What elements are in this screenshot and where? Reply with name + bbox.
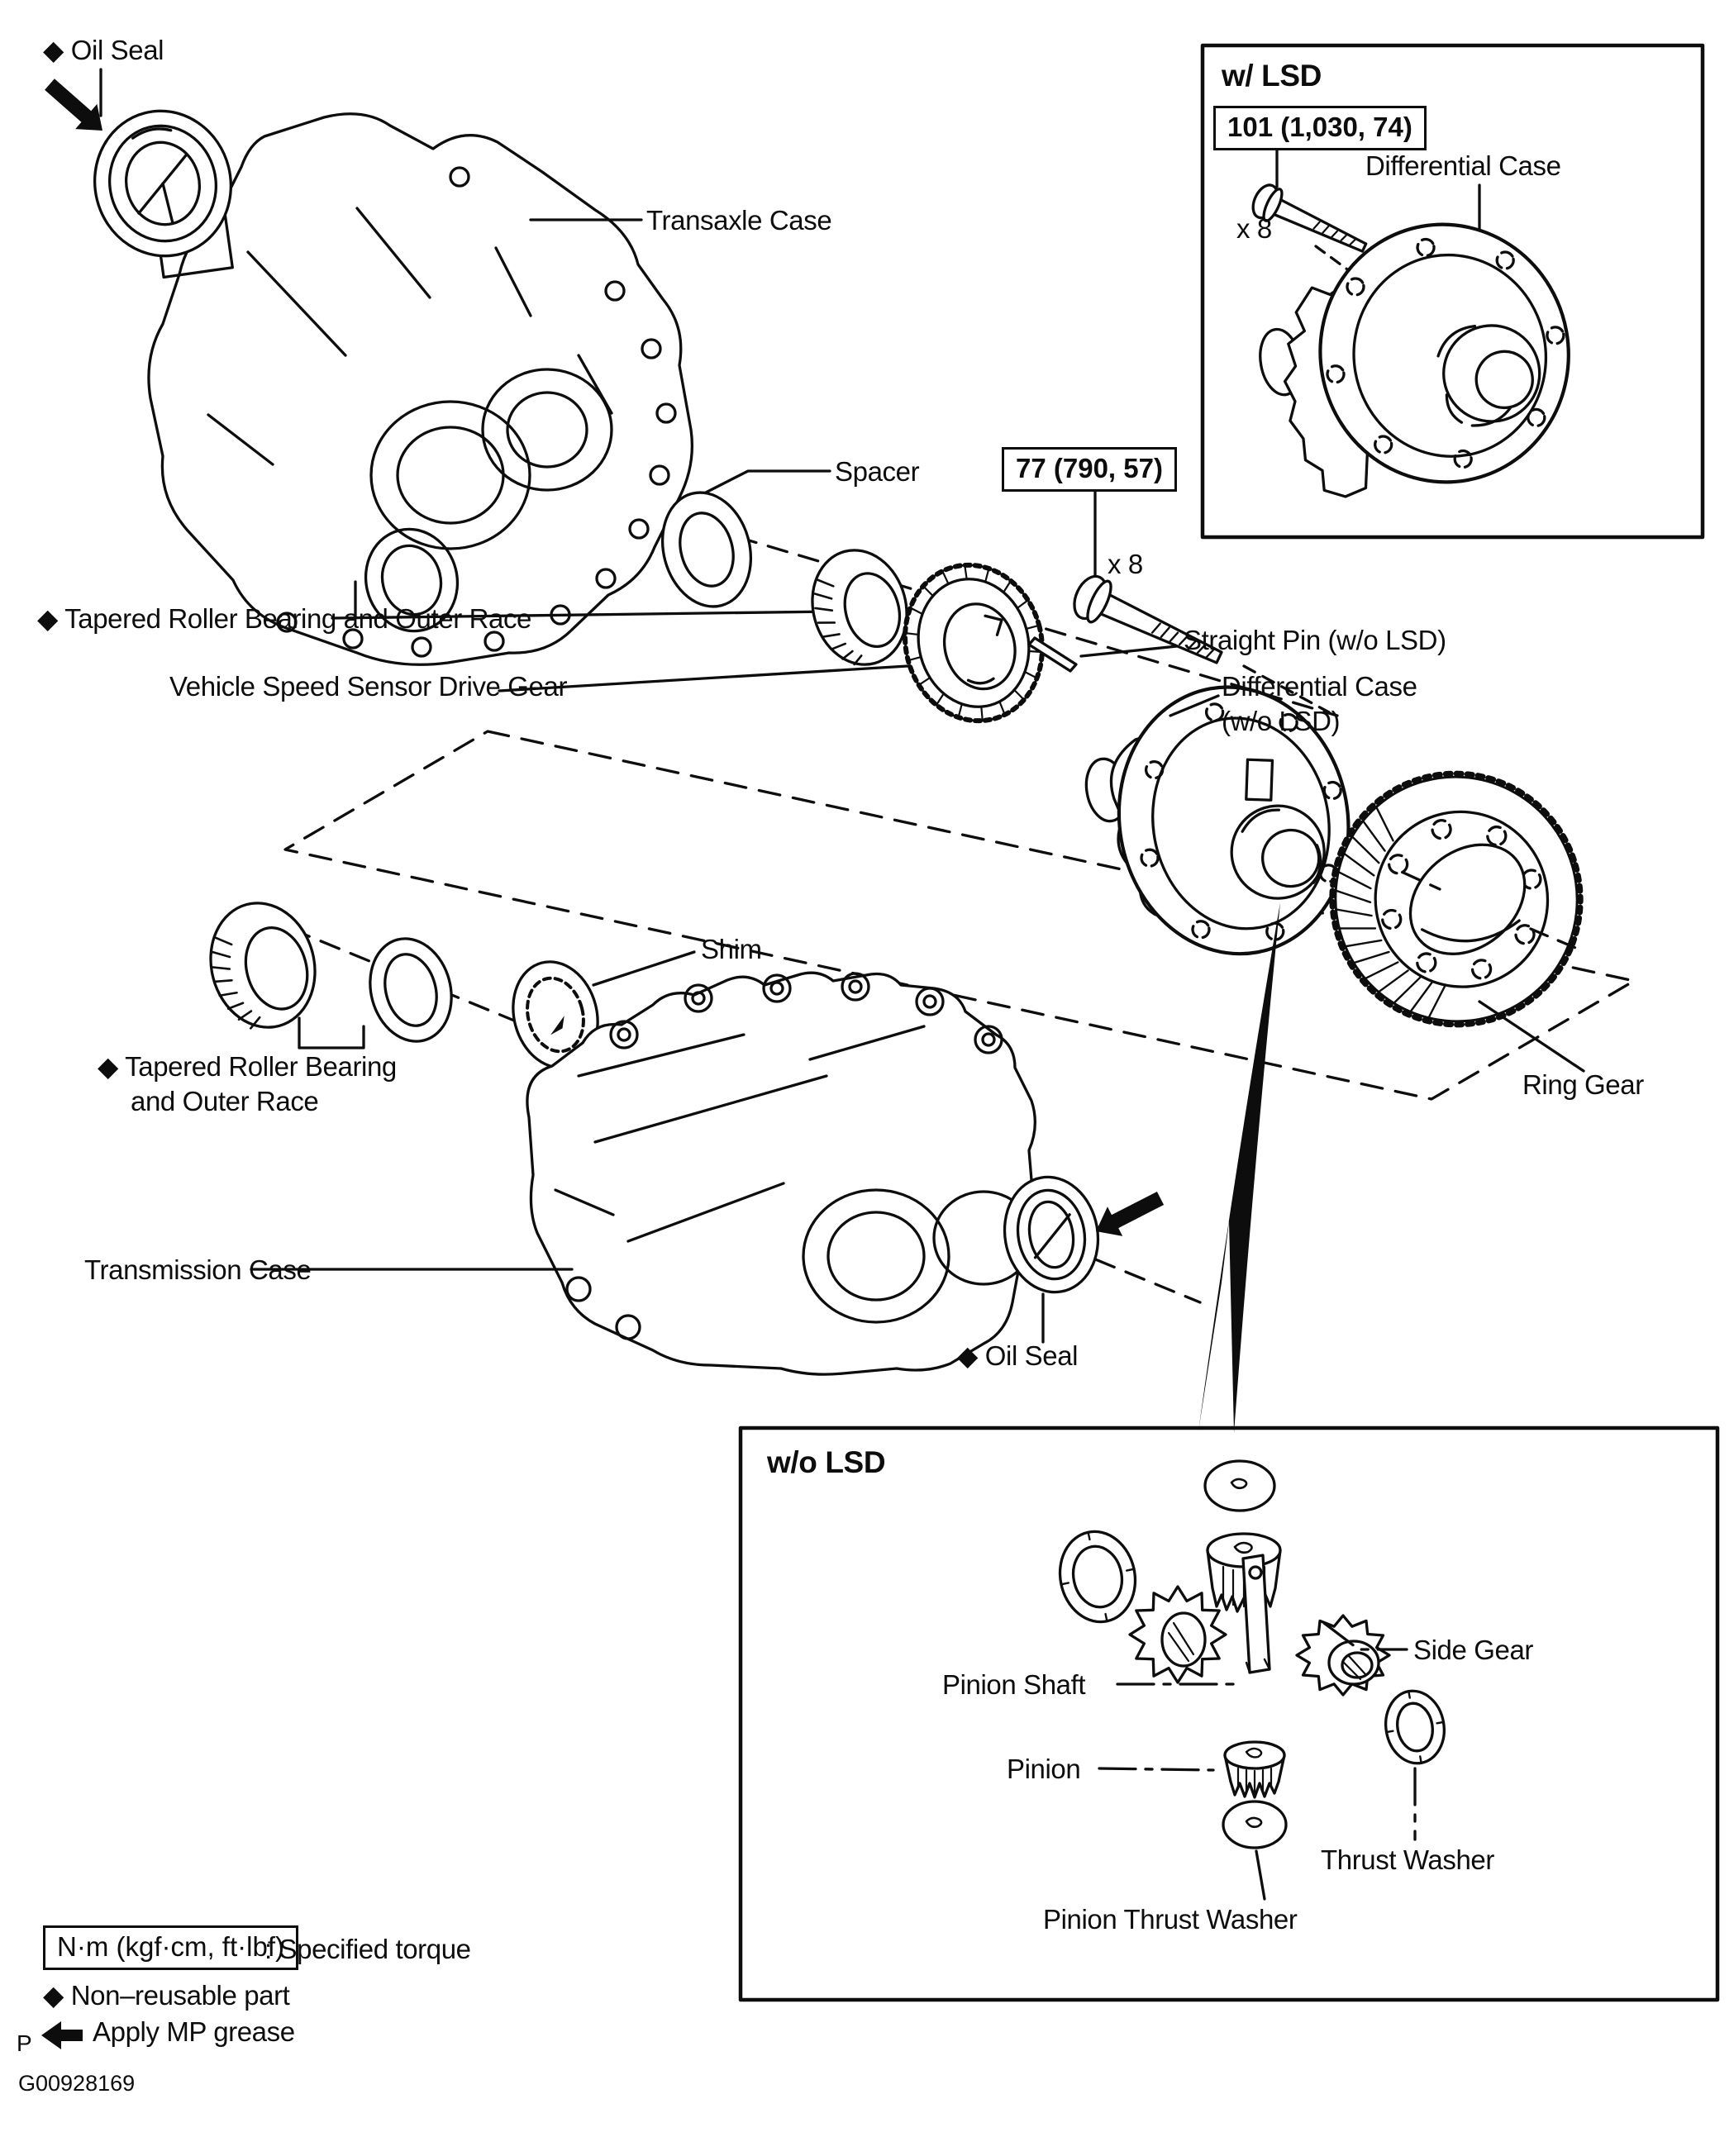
- pinion-thrust-washer-label: Pinion Thrust Washer: [1043, 1904, 1298, 1935]
- oil-seal-bottom-drawing: [1003, 1175, 1100, 1294]
- side-gear-drawing: [1295, 1614, 1391, 1697]
- vss-drive-gear-label: Vehicle Speed Sensor Drive Gear: [169, 671, 568, 702]
- apply-grease-legend-arrow-icon: [41, 2021, 83, 2049]
- straight-pin-drawing: [1027, 636, 1078, 673]
- spacer-label: Spacer: [835, 456, 920, 487]
- inset-lsd-title: w/ LSD: [1222, 59, 1322, 93]
- spacer-drawing: [660, 491, 753, 608]
- spacer-leader: [701, 469, 831, 496]
- differential-case-wo-lsd-drawing: [1084, 685, 1351, 956]
- pinion-bottom-drawing: [1223, 1740, 1286, 1799]
- legend-grease-label: Apply MP grease: [93, 2016, 295, 2047]
- torque-spec-main-box: 77 (790, 57): [1002, 447, 1177, 492]
- side-gear-label: Side Gear: [1413, 1635, 1533, 1665]
- differential-case-lsd-drawing: [1259, 222, 1570, 498]
- ring-gear-drawing: [1329, 770, 1584, 1028]
- figure-code: G00928169: [18, 2071, 136, 2096]
- bearing-bottom-label-1: ◆ Tapered Roller Bearing: [98, 1051, 397, 1082]
- vss-drive-gear-drawing: [903, 562, 1045, 724]
- pinion-shaft-drawing: [1241, 1554, 1271, 1674]
- tapered-roller-bearing-top-drawing: [811, 549, 908, 666]
- inset-no-lsd-box: [738, 1425, 1720, 2002]
- diff-case-wo-lsd-label-1: Differential Case: [1222, 671, 1417, 702]
- diff-case-lsd-label: Differential Case: [1365, 150, 1561, 181]
- bearing-bottom-bracket: [298, 1016, 365, 1049]
- pinion-thrust-washer-bottom-drawing: [1222, 1800, 1288, 1849]
- bearing-top-leader: [331, 580, 833, 620]
- legend-grease-prefix: P: [17, 2030, 32, 2056]
- inset-no-lsd-leaders: [1098, 1621, 1417, 1841]
- pinion-face-gear-drawing: [1128, 1585, 1227, 1684]
- transaxle-case-drawing: [147, 112, 694, 666]
- torque-lsd-qty-label: x 8: [1236, 213, 1272, 244]
- transmission-case-drawing: [526, 971, 1036, 1376]
- bolt-main-dashed: [1242, 664, 1331, 714]
- bearing-top-label: ◆ Tapered Roller Bearing and Outer Race: [37, 603, 532, 634]
- bearing-bottom-label-2: and Outer Race: [131, 1086, 319, 1116]
- inset-pointer-arrow-icon: [1198, 902, 1280, 1433]
- legend-torque-box: N·m (kgf·cm, ft·lbf): [43, 1925, 298, 1970]
- thrust-washer-drawing: [1384, 1689, 1446, 1765]
- diff-case-wo-lsd-leader: [1169, 694, 1220, 717]
- shim-leader: [592, 950, 696, 987]
- inset-lsd-box: [1200, 43, 1705, 540]
- diff-case-wo-lsd-label-2: (w/o LSD): [1222, 706, 1341, 736]
- thrust-washer-label: Thrust Washer: [1321, 1844, 1494, 1875]
- transaxle-case-label: Transaxle Case: [646, 205, 832, 236]
- legend-non-reusable: ◆ Non–reusable part: [43, 1980, 290, 2011]
- tapered-roller-bearing-bottom-drawing: [209, 902, 317, 1030]
- shim-label: Shim: [701, 934, 762, 964]
- vss-gear-leader: [498, 664, 909, 692]
- apply-grease-arrow-top-icon: [45, 79, 102, 131]
- torque-spec-lsd-box: 101 (1,030, 74): [1213, 106, 1427, 150]
- apply-grease-arrow-bottom-icon: [1096, 1192, 1165, 1236]
- transmission-case-label: Transmission Case: [84, 1254, 312, 1285]
- ring-gear-axis-dash: [1402, 871, 1587, 954]
- pinion-thrust-washer-top-drawing: [1203, 1459, 1276, 1512]
- outer-race-bottom-drawing: [369, 937, 453, 1043]
- shim-drawing: [512, 960, 599, 1069]
- legend-torque-desc: : Specified torque: [264, 1934, 471, 1964]
- pinion-shaft-label: Pinion Shaft: [942, 1669, 1086, 1700]
- torque-main-qty-label: x 8: [1108, 549, 1143, 579]
- straight-pin-label: Straight Pin (w/o LSD): [1184, 625, 1446, 655]
- inset-no-lsd-title: w/o LSD: [767, 1445, 886, 1479]
- oil-seal-top-drawing: [93, 109, 233, 258]
- pinion-thrust-washer-leader: [1255, 1849, 1266, 1901]
- bolt-main-drawing: [1073, 574, 1223, 664]
- ring-gear-leader: [1478, 1000, 1585, 1073]
- oil-seal-top-label: ◆ Oil Seal: [43, 35, 164, 65]
- flat-washer-drawing: [1058, 1530, 1137, 1624]
- pinion-label: Pinion: [1007, 1754, 1081, 1784]
- ring-gear-label: Ring Gear: [1522, 1069, 1644, 1100]
- oil-seal-bottom-label: ◆ Oil Seal: [957, 1340, 1079, 1371]
- bolt-lsd-drawing: [1251, 183, 1368, 253]
- straight-pin-leader: [1079, 645, 1179, 658]
